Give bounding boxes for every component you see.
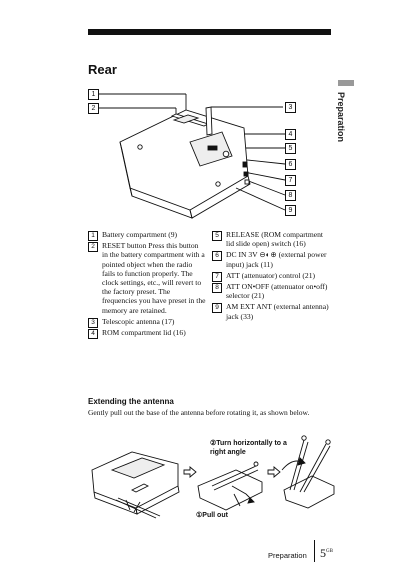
step-turn-horizontally-label: ②Turn horizontally to a right angle [210,440,287,456]
radio-rear-drawing [99,93,286,219]
legend-item: 6 DC IN 3V ⊖◐⊕ (external power input) ja… [212,250,330,269]
legend-number: 3 [88,317,98,328]
legend-item: 7 ATT (attenuator) control (21) [212,270,330,282]
legend-number: 4 [88,329,98,340]
legend-item: 3 Telescopic antenna (17) [88,316,206,328]
legend-item: 8 ATT ON•OFF (attenuator on•off) selecto… [212,282,330,300]
callout-9: 9 [285,205,296,216]
callout-1: 1 [88,89,99,100]
legend-item: 4 ROM compartment lid (16) [88,328,206,340]
antenna-illustration: ②Turn horizontally to a right angle ①Pul… [86,430,336,526]
legend-number: 9 [212,303,222,314]
legend-right-column: 5 RELEASE (ROM compartment lid slide ope… [212,230,330,323]
antenna-steps-drawing [91,435,335,519]
legend-text: Telescopic antenna (17) [102,316,175,326]
callout-8: 8 [285,190,296,201]
legend-text: AM EXT ANT (external antenna) jack (33) [226,302,329,321]
legend-text: RELEASE (ROM compartment lid slide open)… [226,230,324,249]
callout-7: 7 [285,175,296,186]
legend-number: 1 [88,231,98,241]
callout-5: 5 [285,143,296,154]
page-number-suffix: GB [326,549,333,554]
callout-6: 6 [285,159,296,170]
legend-text: Battery compartment (9) [102,230,178,239]
section-heading-rear: Rear [88,62,117,77]
callout-3: 3 [285,102,296,113]
step-pull-out-label: ①Pull out [196,512,228,519]
legend-number: 2 [88,242,98,253]
legend-item: 2 RESET button Press this button in the … [88,241,206,315]
legend-text: ATT ON•OFF (attenuator on•off) selector … [226,282,328,301]
page-number-value: 5 [320,546,326,560]
side-tab-label: Preparation [336,92,356,174]
footer-divider [314,540,315,562]
subheading-extending-antenna: Extending the antenna [88,397,174,406]
legend-item: 5 RELEASE (ROM compartment lid slide ope… [212,230,330,248]
legend-number: 5 [212,231,222,241]
footer-section-name: Preparation [268,551,307,560]
legend-left-column: 1 Battery compartment (9) 2 RESET button… [88,230,206,340]
rear-view-illustration: 1 2 3 4 5 6 7 8 9 [86,84,306,220]
legend-item: 1 Battery compartment (9) [88,230,206,241]
legend-number: 7 [212,271,222,282]
top-rule [88,29,331,35]
legend-text: RESET button Press this button in the ba… [102,241,206,315]
side-tab-marker [338,80,354,86]
legend-number: 6 [212,251,222,262]
callout-4: 4 [285,129,296,140]
legend-text: ROM compartment lid (16) [102,328,186,338]
legend-item: 9 AM EXT ANT (external antenna) jack (33… [212,302,330,321]
legend-text: DC IN 3V ⊖◐⊕ (external power input) jack… [226,250,327,269]
side-tab-text: Preparation [336,92,346,143]
callout-2: 2 [88,103,99,114]
legend-text: ATT (attenuator) control (21) [226,270,316,280]
page-number: 5GB [320,546,333,561]
legend-number: 8 [212,283,222,294]
antenna-instructions: Gently pull out the base of the antenna … [88,408,310,417]
